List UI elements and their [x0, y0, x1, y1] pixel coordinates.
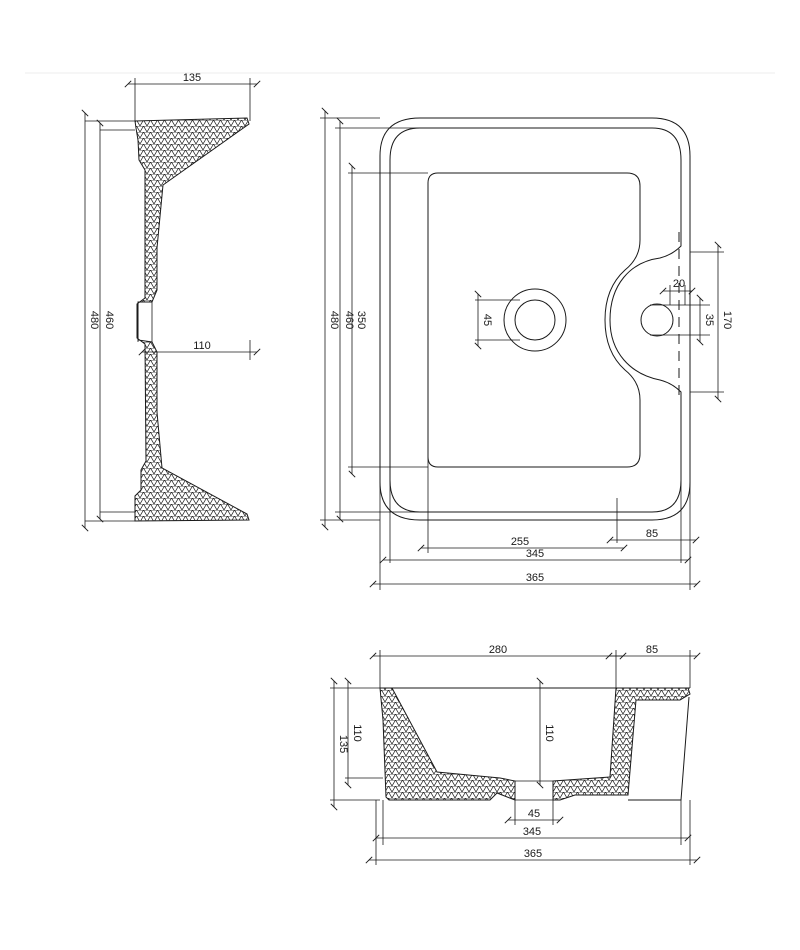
front-dim-drain: 45	[528, 808, 540, 820]
front-dim-inner-w: 345	[523, 826, 541, 838]
side-dim-depth: 110	[193, 340, 211, 352]
side-dim-inner-h: 460	[103, 311, 115, 329]
top-dim-drain: 45	[481, 314, 493, 326]
front-left-wall	[379, 687, 516, 801]
top-dim-tap-w: 20	[673, 278, 685, 290]
side-section-view: 135 480 460 110	[81, 72, 261, 532]
front-dim-basin-w: 280	[489, 644, 507, 656]
top-dim-basin-w: 255	[511, 536, 529, 548]
top-dim-tap-zone: 170	[721, 311, 733, 329]
drain-outer-ring	[503, 288, 567, 352]
top-dim-inner-h: 460	[343, 311, 355, 329]
front-right-wall	[552, 687, 691, 801]
top-dim-tap-hole: 35	[703, 314, 715, 326]
outer-rim	[379, 117, 691, 521]
top-plan-view: 480 460 350 45 170 35 20 255 85 345 365	[320, 107, 733, 590]
side-dim-outer-h: 480	[88, 311, 100, 329]
front-section-view: 280 85 135 110 110 45 345 365	[330, 644, 701, 865]
drain-hole	[514, 299, 556, 341]
top-dim-inner-w: 345	[526, 548, 544, 560]
side-dim-top: 135	[183, 72, 201, 84]
top-dim-deck: 85	[646, 528, 658, 540]
top-dim-outer-w: 365	[526, 572, 544, 584]
basin-outline	[427, 172, 641, 468]
tap-hole	[640, 303, 674, 337]
inner-rim	[389, 127, 682, 513]
top-dim-basin-h: 350	[355, 311, 367, 329]
top-dim-outer-h: 480	[328, 311, 340, 329]
front-dim-outer-h: 135	[337, 735, 349, 753]
front-dim-depth: 110	[543, 724, 555, 742]
front-outer-right	[628, 696, 690, 801]
side-section-wall	[134, 117, 250, 522]
front-dim-inner-h: 110	[351, 724, 363, 742]
front-dim-deck: 85	[646, 644, 658, 656]
front-dim-outer-w: 365	[524, 848, 542, 860]
